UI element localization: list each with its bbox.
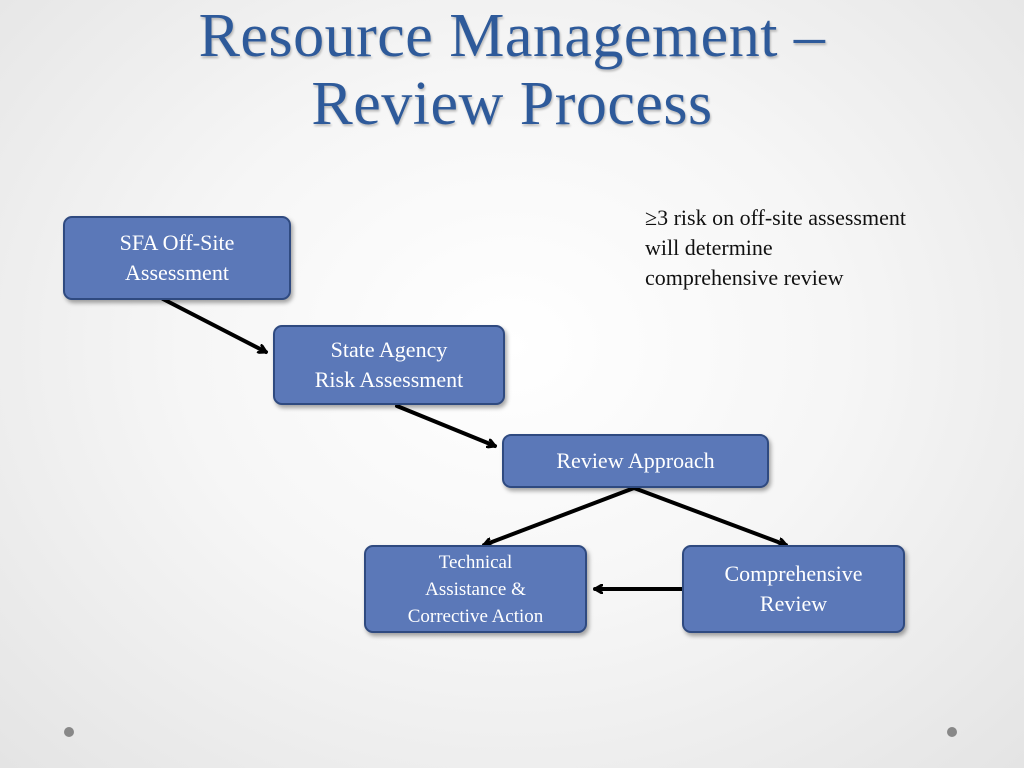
slide-title: Resource Management – Review Process [0,2,1024,138]
arrow-review-to-comprehensive [632,486,788,545]
note-line-2: will determine [645,235,773,260]
note-line-3: comprehensive review [645,265,844,290]
slide-title-line-2: Review Process [311,70,713,138]
node-review-approach: Review Approach [502,434,769,488]
risk-threshold-note: ≥3 risk on off-site assessment will dete… [645,203,1005,293]
node-label-line: Corrective Action [407,605,544,627]
node-label-line: SFA Off-Site [119,230,235,255]
node-label-line: Review Approach [556,448,715,473]
node-label-line: Assessment [125,260,229,285]
node-sfa-off-site-assessment: SFA Off-Site Assessment [63,216,291,300]
node-label-line: Assistance & [425,578,526,600]
node-technical-assistance: Technical Assistance & Corrective Action [364,545,587,633]
node-label-line: Comprehensive [724,561,863,586]
corner-dot-left [64,727,74,737]
arrow-sfa-to-state [161,297,268,354]
node-label-line: State Agency [330,337,448,362]
node-label-line: Review [759,591,828,616]
node-state-agency-risk-assessment: State Agency Risk Assessment [273,325,505,405]
note-line-1: ≥3 risk on off-site assessment [645,205,906,230]
slide-title-line-1: Resource Management – [198,2,826,70]
node-label-line: Risk Assessment [314,367,464,392]
arrow-state-to-review [395,404,497,446]
corner-dot-right [947,727,957,737]
node-label-line: Technical [438,551,513,573]
node-comprehensive-review: Comprehensive Review [682,545,905,633]
arrow-review-to-tech [482,486,636,545]
